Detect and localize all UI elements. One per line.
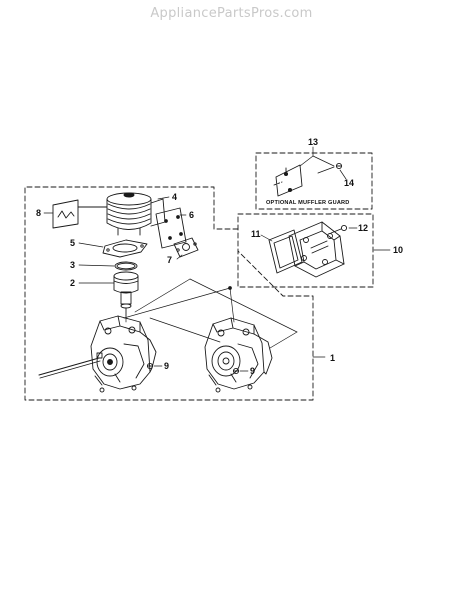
heat-shield-part: [52, 199, 108, 229]
callout-1: 1: [330, 353, 335, 363]
callout-13: 13: [308, 137, 318, 147]
callout-14: 14: [344, 178, 354, 188]
muffler-gasket-part: [268, 229, 303, 274]
cylinder-gasket-part: [102, 239, 148, 258]
leader-line-5: [78, 242, 104, 248]
leader-lines-10-11-12: [260, 227, 391, 251]
muffler-screw-part: [330, 224, 348, 234]
muffler-guard-screw-part: [317, 162, 343, 174]
group-outline-muffler-guard: [255, 152, 373, 210]
leader-line-3: [78, 264, 115, 267]
piston-part: [113, 271, 139, 317]
gasket-part: [173, 237, 199, 258]
callout-10: 10: [393, 245, 403, 255]
muffler-body-part: [288, 221, 345, 278]
callout-3: 3: [70, 260, 75, 270]
plate-part: [155, 207, 187, 249]
callout-9-left: 9: [164, 361, 169, 371]
leader-lines-9-1: [153, 356, 326, 372]
crankcase-half-left-part: [38, 315, 157, 393]
callout-9-right: 9: [250, 366, 255, 376]
callout-numbers: 1 2 3 4 5 6 7 8 9 9 10 11 12 13 14 OPTIO…: [36, 137, 403, 376]
group-outline-muffler: [237, 213, 374, 288]
crankcase-half-right-part: [204, 317, 273, 393]
group-outline-engine-assembly: [24, 186, 314, 401]
callout-12: 12: [358, 223, 368, 233]
callout-2: 2: [70, 278, 75, 288]
callout-4: 4: [172, 192, 177, 202]
callout-6: 6: [189, 210, 194, 220]
callout-11: 11: [251, 229, 261, 239]
leader-lines-13-14: [299, 146, 347, 180]
screw-part-right: [232, 367, 240, 375]
leader-line-4: [157, 196, 170, 200]
callout-7: 7: [167, 255, 172, 265]
watermark: AppliancePartsPros.com: [150, 6, 313, 21]
callout-8: 8: [36, 208, 41, 218]
optional-muffler-guard-caption: OPTIONAL MUFFLER GUARD: [266, 200, 350, 206]
callout-5: 5: [70, 238, 75, 248]
assembly-lines: [123, 278, 298, 349]
piston-ring-part: [114, 261, 138, 271]
muffler-guard-part: [273, 164, 303, 197]
screw-part-left: [146, 362, 154, 370]
leader-line-7: [176, 254, 183, 260]
